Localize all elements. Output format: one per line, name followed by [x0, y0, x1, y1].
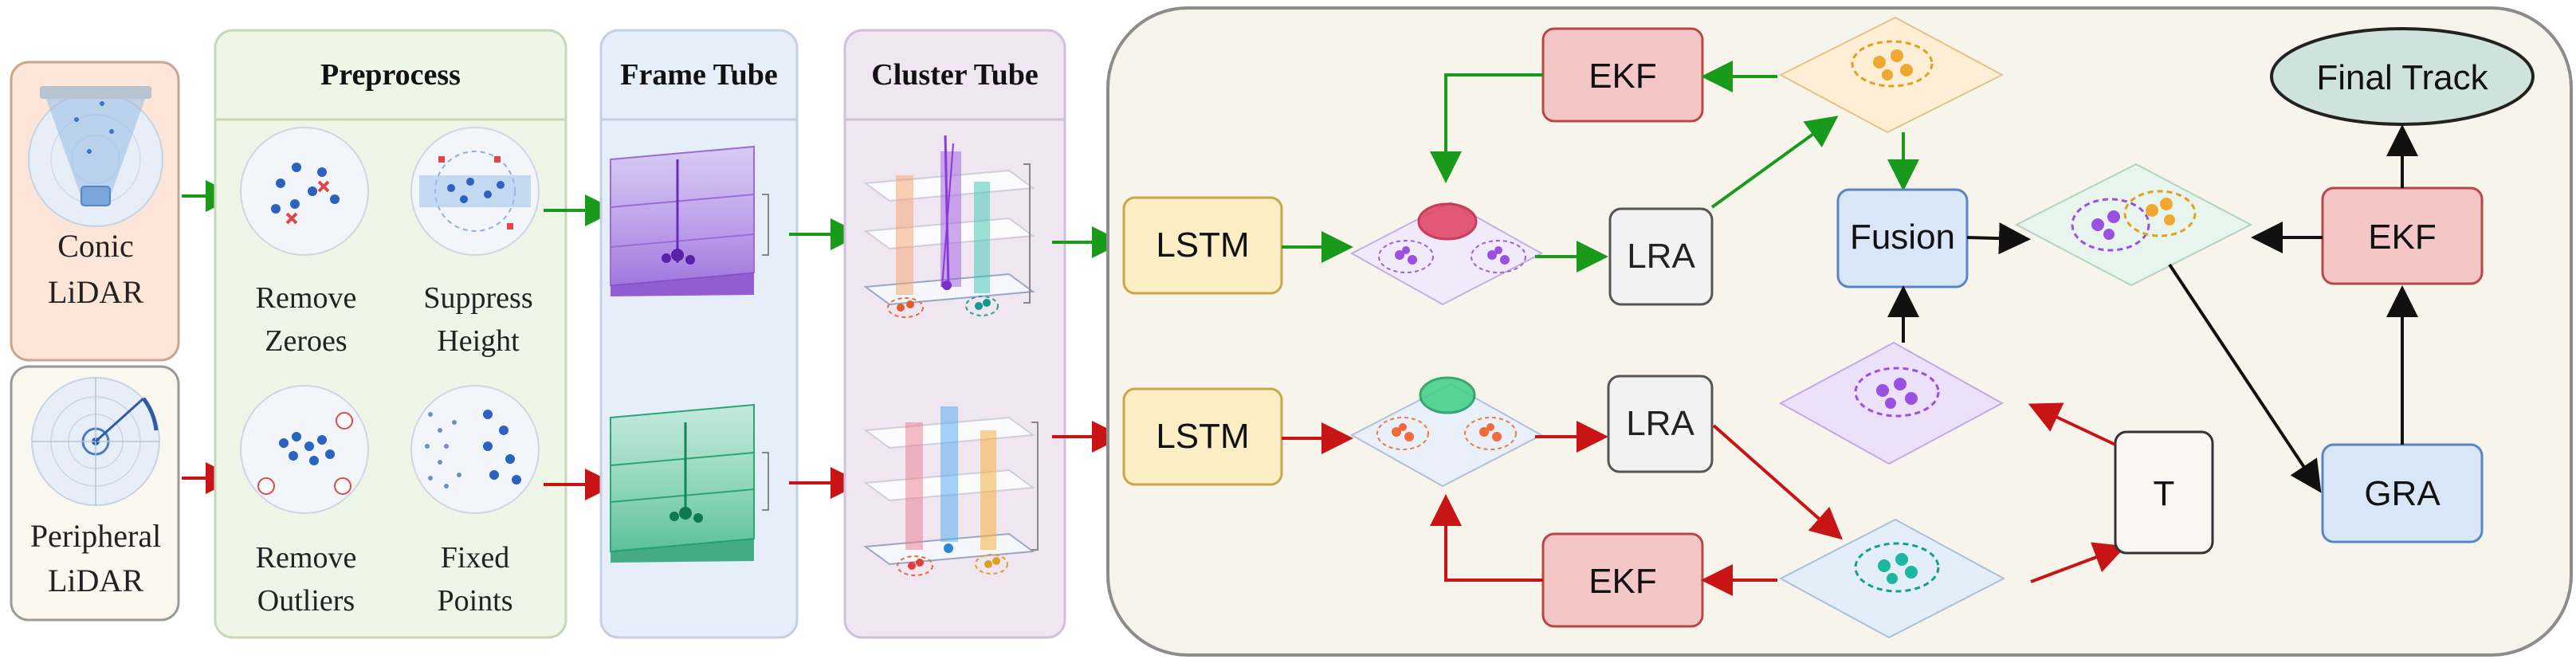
arrow-ekf-top-to-plane [1430, 73, 1543, 183]
cluster-tube-title: Cluster Tube [871, 58, 1038, 92]
lra-bottom: LRA [1607, 375, 1714, 473]
lstm-top: LSTM [1122, 196, 1283, 295]
plane-orange-top [1778, 16, 2005, 134]
conic-lidar-icon [28, 86, 163, 227]
remove-zeroes-label-line1: Remove [256, 281, 357, 315]
arrow-lra-top-to-orange-plane [1710, 116, 1839, 209]
lstm-bottom-label: LSTM [1156, 417, 1249, 456]
lra-top: LRA [1608, 207, 1714, 306]
arrow-t-to-purple-plane [2028, 402, 2116, 446]
lstm-bottom: LSTM [1122, 387, 1283, 486]
gra-box: GRA [2321, 443, 2484, 543]
fixed-points-label-line1: Fixed [441, 541, 510, 575]
plane-lstm-ekf-top [1349, 201, 1544, 306]
plane-teal-bottom [1778, 518, 2006, 639]
cluster-tube-top-stack [863, 135, 1035, 318]
frame-tube-title: Frame Tube [620, 58, 777, 92]
cluster-tube-panel: Cluster Tube [843, 29, 1066, 639]
peripheral-lidar-label-line2: LiDAR [48, 563, 143, 598]
conic-lidar-label-line1: Conic [57, 228, 134, 264]
t-box: T [2114, 430, 2214, 555]
cluster-tube-bottom-stack [863, 406, 1039, 576]
arrow-fused-plane-to-gra [2168, 263, 2322, 493]
final-track-label: Final Track [2316, 58, 2488, 97]
final-track: Final Track [2270, 27, 2535, 126]
ekf-top-label: EKF [1588, 57, 1657, 96]
arrow-teal-plane-to-t [2030, 542, 2126, 583]
ekf-right: EKF [2321, 186, 2484, 285]
plane-purple-mid [1778, 341, 2005, 465]
frame-tube-purple-stack [610, 145, 769, 296]
t-label: T [2154, 474, 2175, 513]
fusion-label: Fusion [1850, 218, 1955, 257]
ekf-right-label: EKF [2368, 218, 2437, 257]
ekf-bottom: EKF [1541, 532, 1704, 628]
arrow-ekf-bottom-to-plane [1430, 494, 1543, 582]
suppress-height-label-line1: Suppress [423, 281, 532, 315]
gra-label: GRA [2364, 474, 2441, 513]
remove-outliers-label-line1: Remove [256, 541, 357, 575]
arrow-lra-bottom-to-teal-plane [1712, 424, 1843, 540]
fixed-points-icon [410, 385, 540, 514]
remove-outliers-icon [240, 385, 369, 514]
suppress-height-label-line2: Height [437, 324, 520, 358]
plane-lstm-ekf-bottom [1349, 376, 1544, 488]
peripheral-lidar-icon [31, 377, 160, 506]
ekf-bottom-label: EKF [1588, 562, 1657, 601]
remove-zeroes-icon [240, 127, 369, 256]
peripheral-lidar-label-line1: Peripheral [30, 518, 161, 554]
remove-outliers-label-line2: Outliers [257, 584, 355, 618]
preprocess-title: Preprocess [320, 58, 461, 92]
frame-tube-green-stack [610, 403, 769, 563]
remove-zeroes-label-line2: Zeroes [265, 324, 347, 358]
peripheral-lidar-box: Peripheral LiDAR [10, 365, 180, 622]
lstm-top-label: LSTM [1156, 226, 1249, 265]
lra-bottom-label: LRA [1626, 404, 1694, 443]
suppress-height-icon [410, 127, 540, 256]
conic-lidar-label-line2: LiDAR [48, 274, 143, 310]
frame-tube-panel: Frame Tube [599, 29, 799, 639]
fixed-points-label-line2: Points [437, 584, 512, 618]
lra-top-label: LRA [1627, 237, 1695, 276]
arrow-fusion-to-fused-plane [1966, 222, 2031, 255]
fusion-box: Fusion [1836, 188, 1969, 288]
ekf-top: EKF [1541, 27, 1704, 123]
preprocess-panel: Preprocess Remove Zeroes [214, 29, 567, 639]
conic-lidar-box: Conic LiDAR [10, 61, 180, 362]
